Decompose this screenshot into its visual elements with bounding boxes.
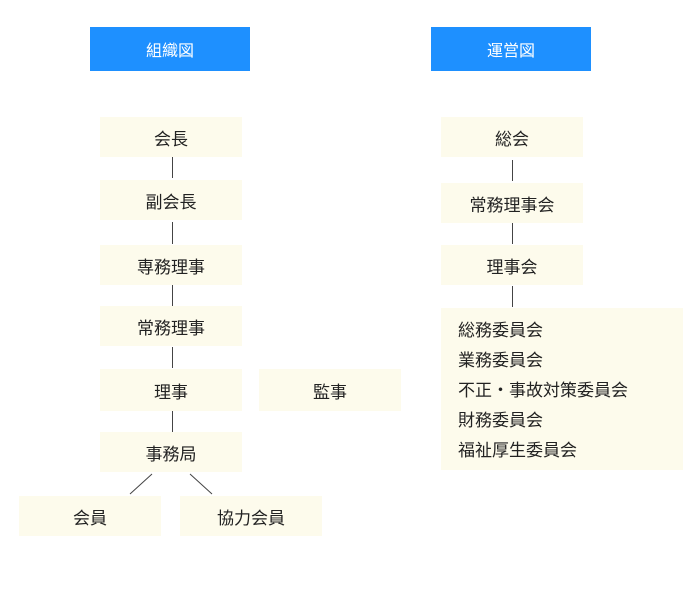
operation-chart-title: 運営図 [431,27,591,71]
connector-line [172,285,173,306]
committee-item: 財務委員会 [458,411,543,431]
connector-line [172,347,173,368]
node-sokai: 総会 [441,117,583,157]
node-fukukaicho: 副会長 [100,180,242,220]
connector-line [172,222,173,244]
committee-item: 福祉厚生委員会 [458,441,577,461]
connector-line [512,223,513,244]
branch-line-kyoryoku [189,473,213,495]
org-chart-title: 組織図 [90,27,250,71]
committee-list: 総務委員会 業務委員会 不正・事故対策委員会 財務委員会 福祉厚生委員会 [441,308,683,470]
node-senmu-riji: 専務理事 [100,245,242,285]
node-riji: 理事 [100,369,242,411]
node-jomu-rijikai: 常務理事会 [441,183,583,223]
branch-line-kaiin [129,473,153,495]
committee-item: 総務委員会 [458,321,543,341]
node-kyoryoku-kaiin: 協力会員 [180,496,322,536]
connector-line [172,411,173,432]
connector-line [512,160,513,181]
node-rijikai: 理事会 [441,245,583,285]
committee-item: 業務委員会 [458,351,543,371]
connector-line [172,157,173,178]
node-kanji: 監事 [259,369,401,411]
node-kaiin: 会員 [19,496,161,536]
node-jomu-riji: 常務理事 [100,306,242,346]
committee-item: 不正・事故対策委員会 [458,381,628,401]
node-kaicho: 会長 [100,117,242,157]
node-jimukyoku: 事務局 [100,432,242,472]
connector-line [512,286,513,307]
